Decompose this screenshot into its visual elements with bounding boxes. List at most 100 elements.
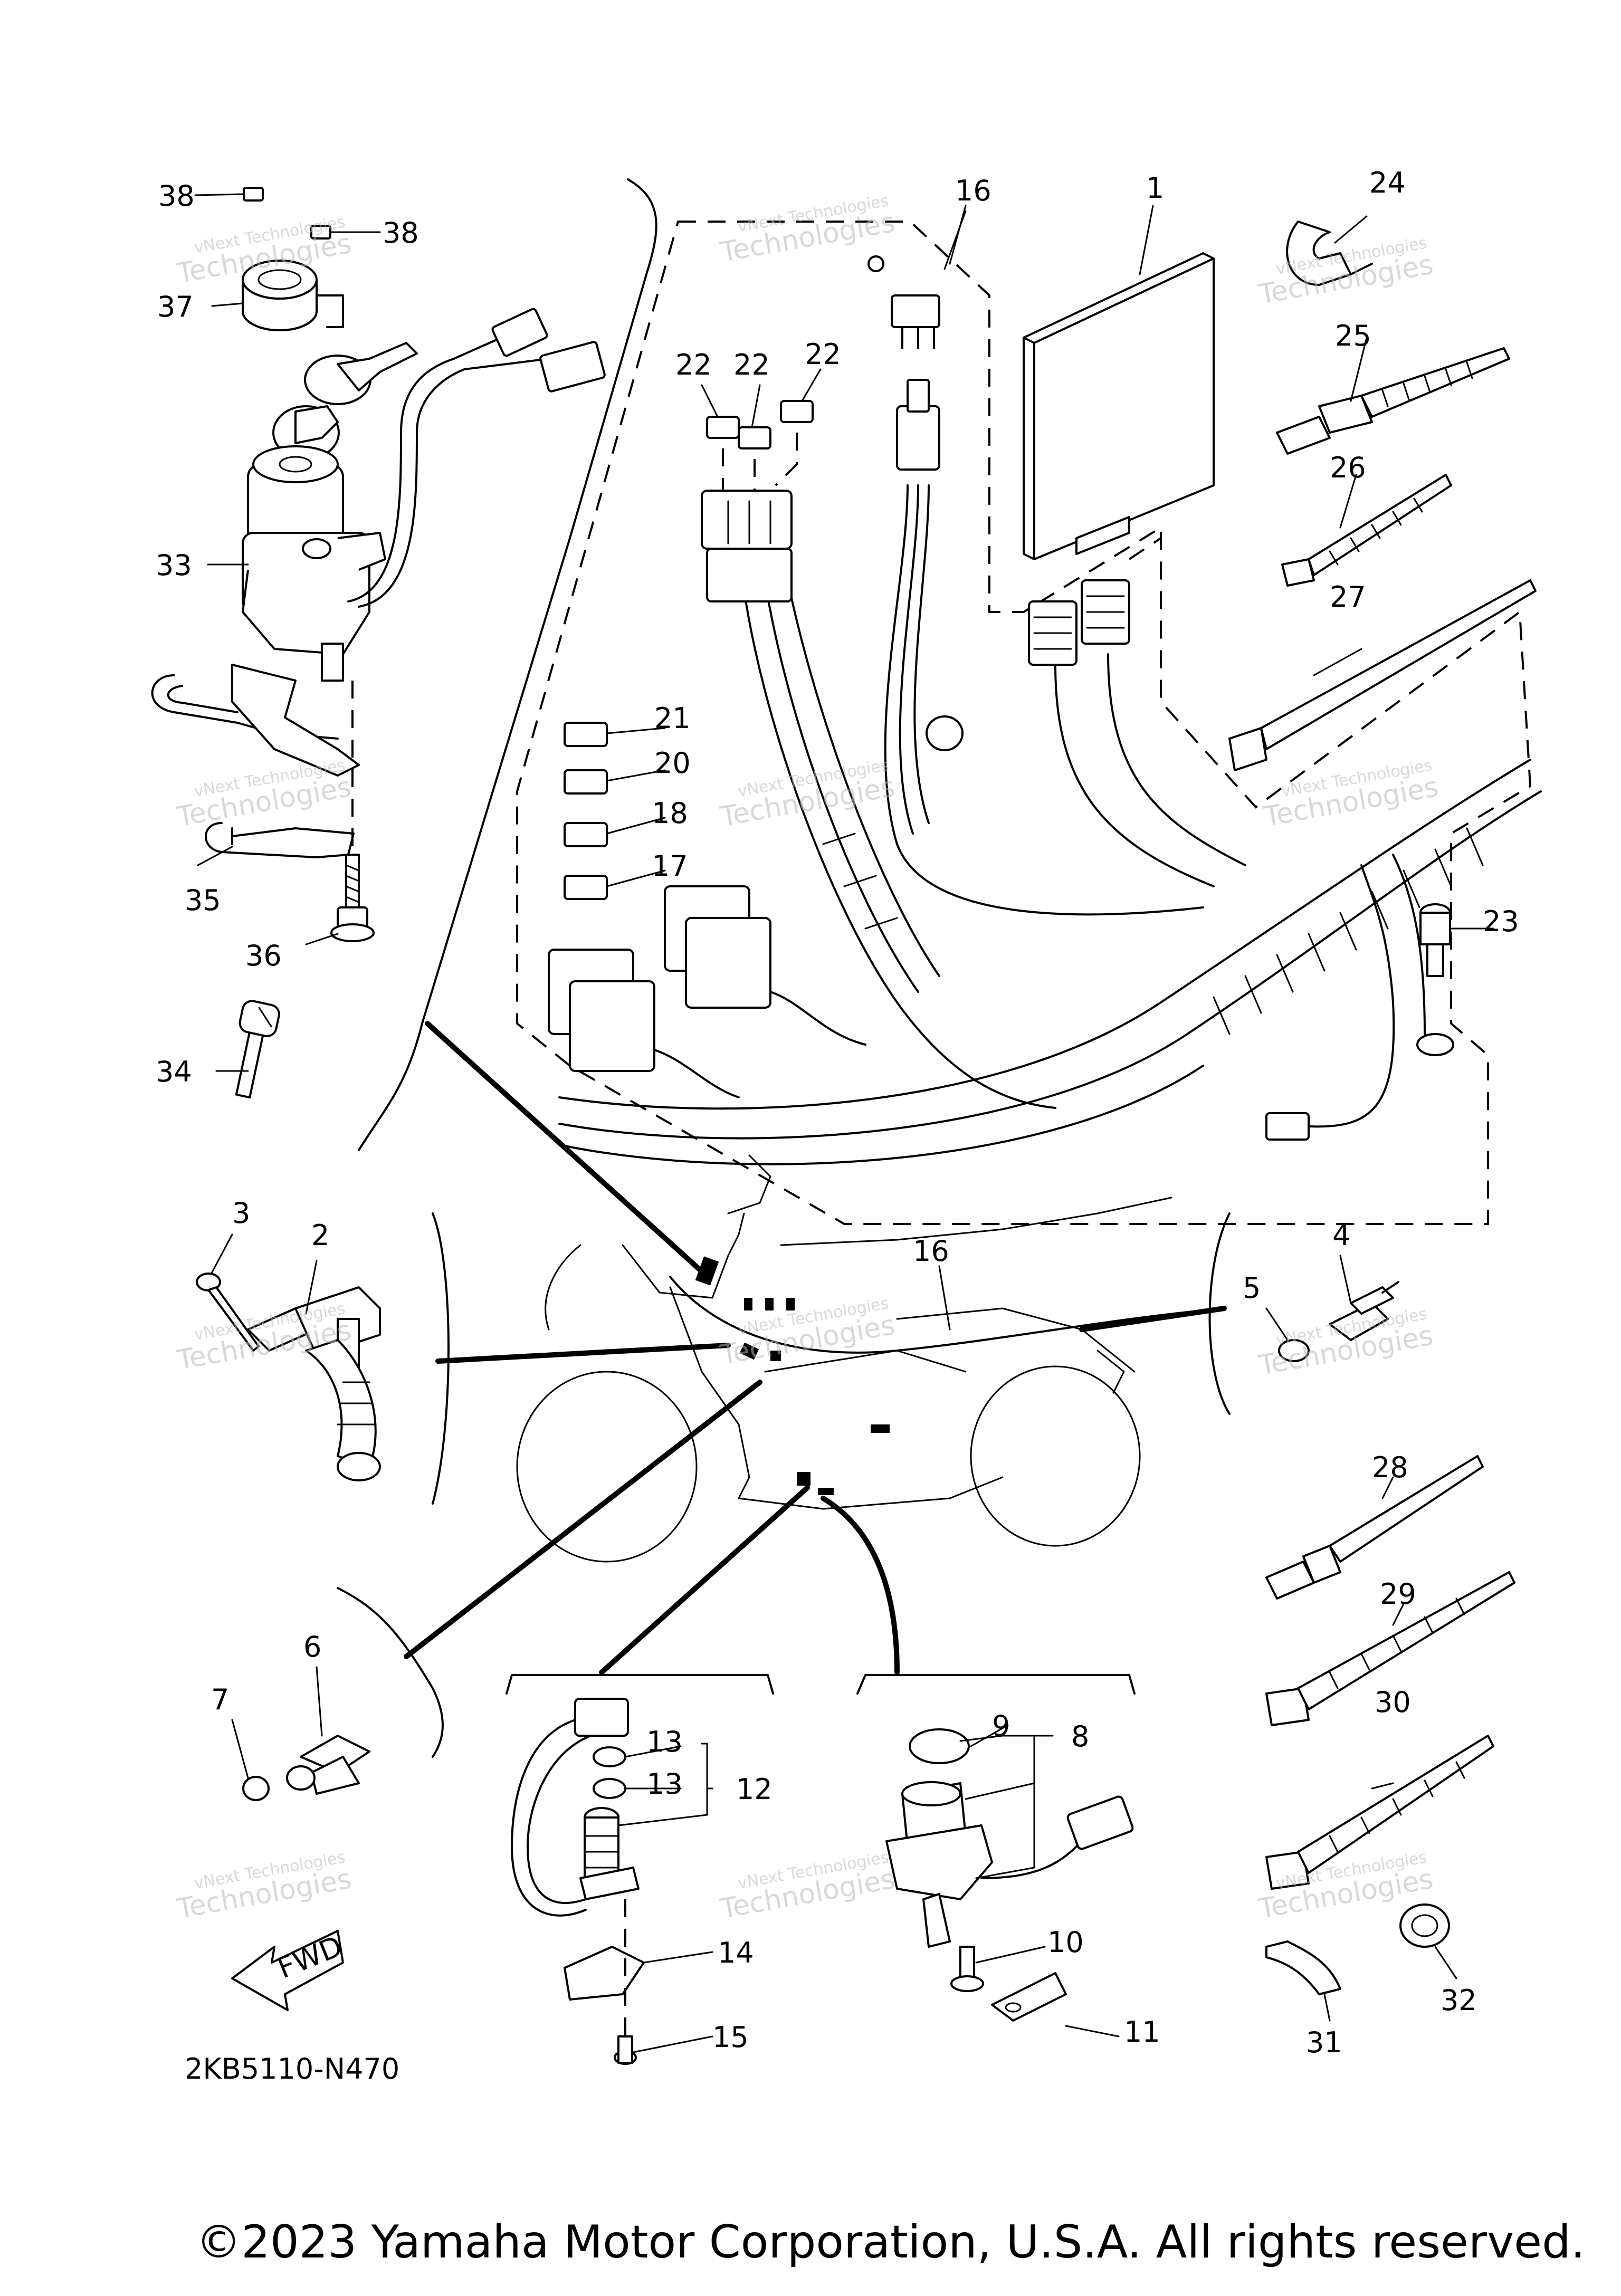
relay-block-left [548,949,740,1098]
callout-34: 34 [156,1055,192,1088]
o-ring-13a [593,1746,626,1767]
callout-leaders [194,193,1494,2053]
callout-4: 4 [1332,1219,1350,1252]
motorcycle-outline [516,1154,1227,1563]
cable-tie-27 [1228,579,1537,771]
cable-tie-29 [1265,1571,1515,1726]
callout-16a: 16 [955,174,991,207]
callout-13a: 13 [646,1725,683,1758]
ground-eyelet [1416,1033,1454,1056]
ecu-1 [1023,252,1215,560]
callout-28: 28 [1372,1451,1408,1484]
callout-22a: 22 [675,348,712,381]
callout-13b: 13 [646,1767,683,1801]
callout-7: 7 [211,1683,229,1716]
harness-group-outline [516,221,1532,1225]
callout-8: 8 [1071,1720,1089,1753]
callout-21: 21 [654,702,691,735]
callout-31: 31 [1306,2026,1342,2059]
callout-16b: 16 [913,1235,949,1268]
drawing-code: 2KB5110-N470 [185,2052,399,2085]
callout-14: 14 [718,1936,754,1969]
cable-tie-26 [1281,474,1452,587]
ecu-plugs [1028,579,1130,666]
gasket-5 [1278,1339,1310,1362]
cable-tie-28 [1265,1455,1484,1600]
clip-32 [1399,1903,1450,1948]
sensor-4 [1329,1281,1399,1341]
callout-3: 3 [232,1197,250,1230]
ignition-switch-33 [242,445,386,682]
callout-22b: 22 [733,348,770,381]
callout-24: 24 [1369,166,1406,199]
fuses-22 [706,400,814,449]
callout-32: 32 [1441,1984,1477,2017]
callout-10: 10 [1047,1926,1084,1959]
key-34 [235,1000,280,1099]
copyright-notice: ©2023 Yamaha Motor Corporation, U.S.A. A… [196,2216,1585,2269]
harness-connector-top [867,255,940,471]
harness-cap [926,715,964,751]
screw-23 [1419,903,1451,977]
callout-27: 27 [1330,580,1366,614]
washer-7 [242,1776,270,1801]
callout-38b: 38 [383,216,419,250]
sensor-8 [885,1781,1134,1948]
callout-15: 15 [712,2021,749,2054]
wire-harness-16 [548,255,1542,1165]
fuse-box [701,490,793,602]
bracket-11 [991,1972,1067,2022]
relay-block-right [664,885,866,1046]
ignition-cover-37 [242,260,344,331]
switch-6 [286,1735,370,1795]
watermarks: vNext Technologies Technologies vNext Te… [174,192,1441,1925]
o-ring-9 [909,1728,970,1764]
clamp-14 [564,1946,645,2001]
callout-18: 18 [652,797,688,830]
callout-25: 25 [1335,319,1371,352]
harness-connector-small [1265,1112,1310,1141]
callout-30: 30 [1375,1686,1411,1719]
bolt-10 [950,1946,984,1992]
clip-24 [1286,221,1373,286]
sensor-12 [511,1698,640,1917]
o-ring-13b [593,1778,626,1799]
callout-6: 6 [303,1630,321,1663]
callout-38a: 38 [158,179,195,213]
callout-36: 36 [245,939,282,972]
cable-tie-25 [1276,347,1510,455]
crank-sensor-2 [247,1286,381,1481]
bolt-15 [614,2035,637,2065]
fuses-17-21 [564,722,608,900]
callout-22c: 22 [805,338,841,371]
callout-9: 9 [992,1709,1010,1743]
callout-33: 33 [156,549,192,582]
thick-leaders [404,1021,900,1675]
callout-5: 5 [1243,1271,1261,1305]
ignition-lead-wire [347,308,606,608]
callout-20: 20 [654,747,691,780]
bracket-35 [151,664,360,858]
callout-26: 26 [1330,451,1366,484]
callout-37: 37 [157,290,194,323]
cap-38a [243,187,264,202]
ignition-keys [272,342,418,460]
callout-23: 23 [1483,905,1519,938]
ignition-switch-group [151,187,606,1099]
bolt-36 [330,854,375,942]
callout-labels: 1 2 3 4 5 6 7 8 9 10 11 12 13 13 14 15 1… [156,166,1519,2059]
cable-tie-30 [1265,1735,1494,1890]
callout-29: 29 [1380,1577,1416,1611]
callout-1: 1 [1146,171,1164,205]
callout-12: 12 [736,1773,773,1806]
screw-3 [196,1273,260,1352]
region-dividers [337,178,1231,1758]
forward-arrow: FWD [231,1929,347,2011]
clip-31 [1265,1940,1341,1995]
callout-11: 11 [1124,2015,1160,2049]
callout-17: 17 [652,849,688,883]
callout-2: 2 [311,1219,329,1252]
callout-35: 35 [185,884,221,917]
